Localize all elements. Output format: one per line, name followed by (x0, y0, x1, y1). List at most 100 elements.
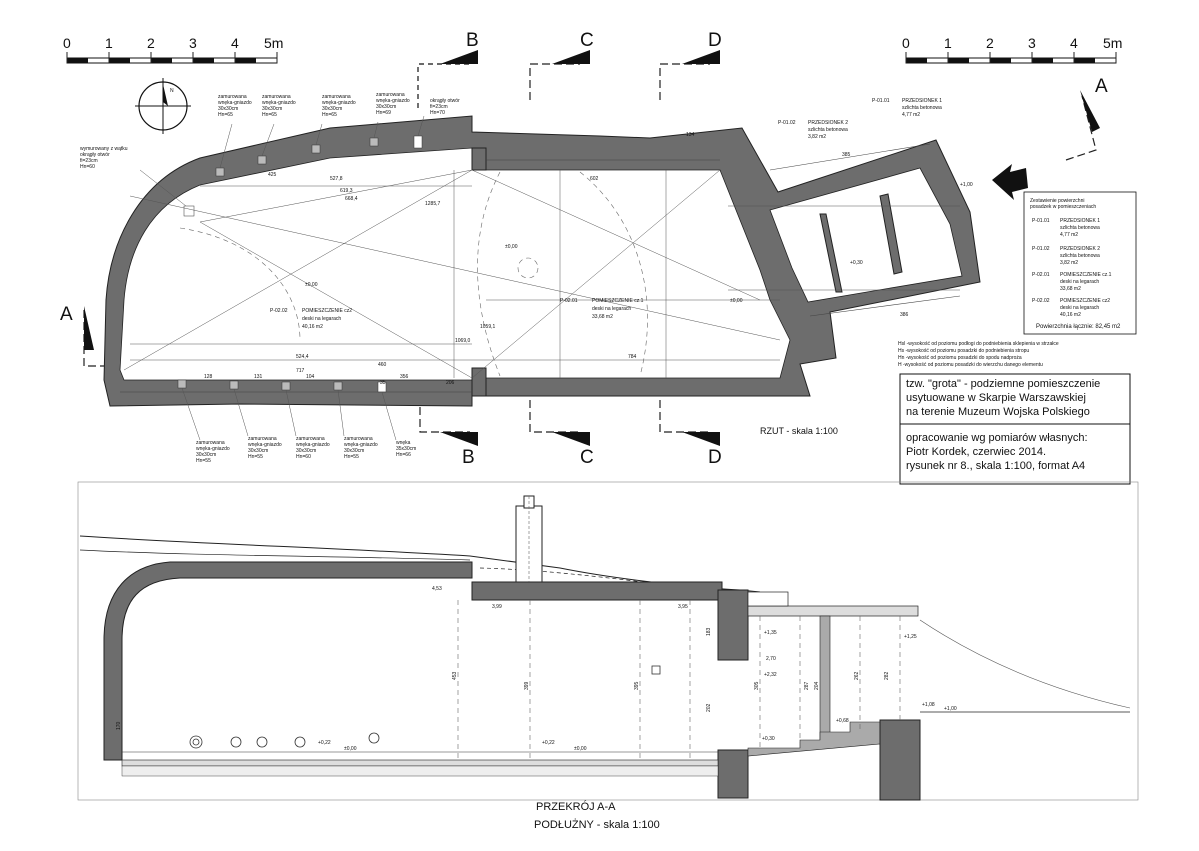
svg-text:wnęka-gniazdo: wnęka-gniazdo (344, 442, 378, 448)
niche-callout: zamurowana wnęka-gniazdo 30x30cm Hn=65 (315, 94, 356, 146)
svg-text:wnęka-gniazdo: wnęka-gniazdo (196, 446, 230, 452)
svg-text:D: D (708, 30, 722, 51)
svg-text:Hn=55: Hn=55 (248, 454, 263, 460)
svg-text:Hn=70: Hn=70 (430, 110, 445, 116)
section-marker-a-left: A (60, 304, 120, 367)
dimension-label: 134 (686, 132, 695, 138)
height-legend: Hsl -wysokość od poziomu podłogi do podn… (898, 341, 1059, 368)
svg-text:deski na legarach: deski na legarach (302, 316, 341, 322)
summary-total: Powierzchnia łącznie: 82,45 m2 (1036, 324, 1121, 330)
level-label: +0,22 (542, 740, 555, 746)
svg-text:A: A (1095, 76, 1108, 97)
room-label-p0101: P-01.01 PRZEDSIONEK 1 szlichta betonowa … (872, 98, 942, 118)
svg-text:Hn=60: Hn=60 (80, 164, 95, 170)
dimension-label: 1059,1 (480, 324, 496, 330)
svg-text:40,16 m2: 40,16 m2 (1060, 312, 1081, 318)
svg-text:szlichta betonowa: szlichta betonowa (1060, 225, 1100, 231)
svg-text:POMIESZCZENIE cz2: POMIESZCZENIE cz2 (302, 308, 352, 314)
summary-row: P-02.02 POMIESZCZENIE cz2 deski na legar… (1032, 298, 1110, 318)
svg-text:P-01.01: P-01.01 (1032, 218, 1050, 224)
section-marker-d-bottom: D (659, 400, 722, 468)
level-label: 4,53 (432, 586, 442, 592)
section-marker-c-top: C (529, 30, 594, 100)
svg-text:A: A (60, 304, 73, 325)
svg-text:wnęka-gniazdo: wnęka-gniazdo (322, 100, 356, 106)
scale-tick: 4 (1070, 35, 1078, 51)
scale-tick: 0 (902, 35, 910, 51)
dimension-label: 104 (306, 374, 315, 380)
svg-text:33,68 m2: 33,68 m2 (1060, 286, 1081, 292)
svg-text:POMIESZCZENIE cz.1: POMIESZCZENIE cz.1 (592, 298, 644, 304)
dimension-label: 386 (900, 312, 909, 318)
dimension-label: 460 (378, 362, 387, 368)
scale-tick: 5m (1103, 35, 1122, 51)
svg-text:3,82 m2: 3,82 m2 (808, 134, 826, 140)
room-label-p0202: P-02.02 POMIESZCZENIE cz2 deski na legar… (270, 308, 352, 330)
svg-text:zamurowana: zamurowana (262, 94, 291, 100)
level-label: +1,08 (922, 702, 935, 708)
author-line: rysunek nr 8., skala 1:100, format A4 (906, 460, 1085, 472)
elevation-label: ±0,00 (730, 298, 743, 304)
svg-text:P-02.02: P-02.02 (270, 308, 288, 314)
author-line: Piotr Kordek, czerwiec 2014. (906, 446, 1046, 458)
dimension-label: 356 (400, 374, 409, 380)
svg-text:33,68 m2: 33,68 m2 (592, 314, 613, 320)
svg-text:POMIESZCZENIE cz.1: POMIESZCZENIE cz.1 (1060, 272, 1112, 278)
level-label: 3,95 (678, 604, 688, 610)
height-dimension: 204 (814, 681, 820, 690)
svg-text:deski na legarach: deski na legarach (592, 306, 631, 312)
floor-plan: 527,8 619,3 668,4 1285,7 1059,1 1069,0 5… (80, 92, 981, 464)
svg-text:zamurowana: zamurowana (344, 436, 373, 442)
svg-text:P-01.01: P-01.01 (872, 98, 890, 104)
height-dimension: 287 (804, 681, 810, 690)
scale-tick: 2 (147, 35, 155, 51)
title-line: na terenie Muzeum Wojska Polskiego (906, 406, 1090, 418)
svg-text:Hn=66: Hn=66 (396, 452, 411, 458)
svg-text:30x30cm: 30x30cm (196, 452, 216, 458)
height-dimension: 183 (706, 627, 712, 636)
dimension-label: 1069,0 (455, 338, 471, 344)
svg-text:fi=23cm: fi=23cm (80, 158, 98, 164)
height-dimension: 282 (884, 671, 890, 680)
summary-row: P-01.01 PRZEDSIONEK 1 szlichta betonowa … (1032, 218, 1100, 238)
level-label: 2,70 (766, 656, 776, 662)
svg-text:C: C (580, 447, 594, 468)
svg-text:fi=23cm: fi=23cm (430, 104, 448, 110)
svg-text:Hn -wysokość od poziomu posadz: Hn -wysokość od poziomu posadzki do spod… (898, 355, 1022, 361)
svg-text:4,77 m2: 4,77 m2 (902, 112, 920, 118)
section-subtitle: PODŁUŻNY - skala 1:100 (534, 818, 660, 831)
svg-text:wnęka: wnęka (396, 440, 411, 446)
svg-text:30x30cm: 30x30cm (322, 106, 342, 112)
hole-callout: okrągły otwór fi=23cm Hn=70 (417, 98, 460, 137)
scale-tick: 3 (189, 35, 197, 51)
level-label: +1,25 (904, 634, 917, 640)
svg-text:4,77 m2: 4,77 m2 (1060, 232, 1078, 238)
height-dimension: 395 (634, 681, 640, 690)
area-summary-table: Zestawienie powierzchni posadzek w pomie… (1023, 191, 1137, 335)
svg-text:Zestawienie powierzchni: Zestawienie powierzchni (1030, 198, 1084, 204)
level-label: ±0,00 (574, 746, 587, 752)
svg-text:Hn=60: Hn=60 (296, 454, 311, 460)
svg-text:P-01.02: P-01.02 (778, 120, 796, 126)
svg-text:deski na legarach: deski na legarach (1060, 279, 1099, 285)
scale-tick: 0 (63, 35, 71, 51)
svg-text:30x30cm: 30x30cm (218, 106, 238, 112)
svg-text:35x30cm: 35x30cm (396, 446, 416, 452)
svg-text:Hn=65: Hn=65 (322, 112, 337, 118)
height-dimension: 453 (452, 671, 458, 680)
svg-text:deski na legarach: deski na legarach (1060, 305, 1099, 311)
svg-text:Hn=55: Hn=55 (344, 454, 359, 460)
longitudinal-section: 4,53 3,99 3,95 ±0,00 ±0,00 +0,22 +0,22 +… (77, 481, 1139, 831)
level-label: +0,30 (762, 736, 775, 742)
svg-text:szlichta betonowa: szlichta betonowa (1060, 253, 1100, 259)
section-marker-a-right: A (1065, 76, 1108, 161)
entrance-arrow-icon (992, 164, 1028, 200)
svg-text:C: C (580, 30, 594, 51)
svg-text:zamurowana: zamurowana (196, 440, 225, 446)
niche-callout: zamurowana wnęka-gniazdo 30x30cm Hn=60 (285, 389, 330, 460)
height-dimension: 262 (854, 671, 860, 680)
dimension-label: 385 (842, 152, 851, 158)
svg-text:Hs -wysokość od poziomu posadz: Hs -wysokość od poziomu posadzki do podn… (898, 348, 1029, 354)
svg-text:30x30cm: 30x30cm (376, 104, 396, 110)
svg-text:szlichta betonowa: szlichta betonowa (808, 127, 848, 133)
